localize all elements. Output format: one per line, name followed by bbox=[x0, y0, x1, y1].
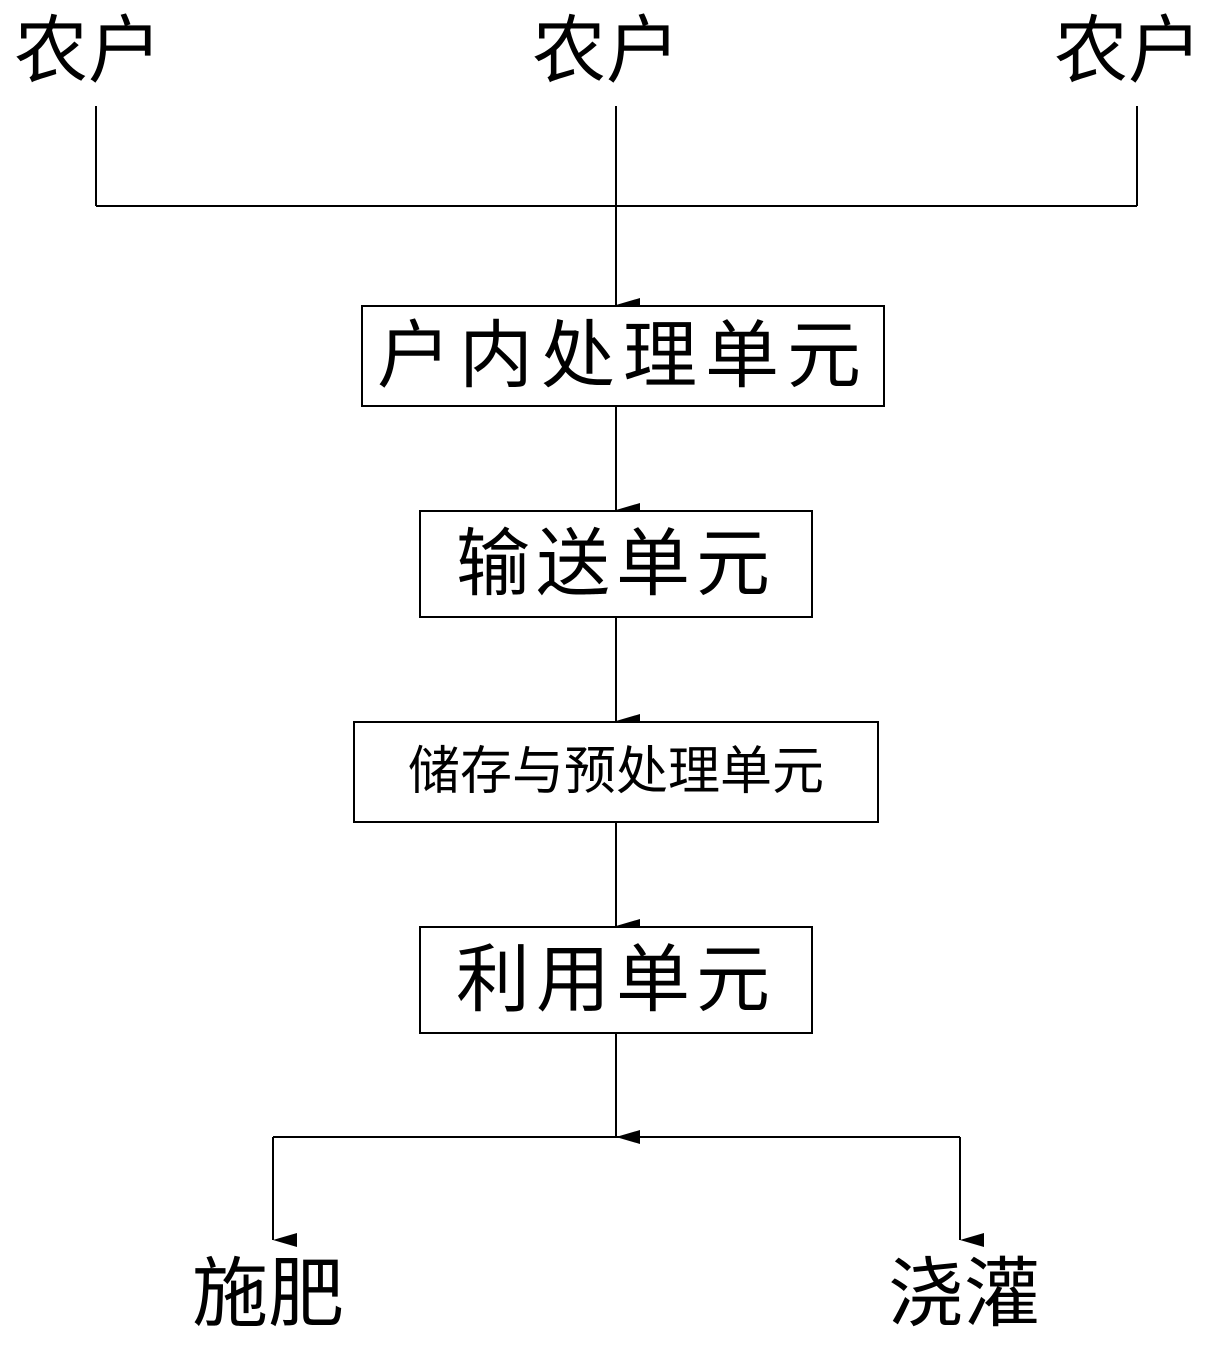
utilization-unit-box: 利用单元 bbox=[419, 926, 813, 1034]
fertilize-node: 施肥 bbox=[192, 1249, 344, 1338]
irrigate-node: 浇灌 bbox=[888, 1249, 1040, 1338]
farmer-node: 农户 bbox=[532, 8, 680, 94]
household-treatment-unit-label: 户内处理单元 bbox=[377, 313, 869, 399]
farmer-node: 农户 bbox=[1054, 8, 1202, 94]
storage-pretreatment-unit-box: 储存与预处理单元 bbox=[353, 721, 879, 823]
storage-pretreatment-unit-label: 储存与预处理单元 bbox=[407, 742, 824, 802]
household-treatment-unit-box: 户内处理单元 bbox=[361, 305, 885, 407]
transport-unit-box: 输送单元 bbox=[419, 510, 813, 618]
farmer-node: 农户 bbox=[14, 8, 162, 94]
transport-unit-label: 输送单元 bbox=[456, 521, 776, 607]
utilization-unit-label: 利用单元 bbox=[456, 937, 776, 1023]
